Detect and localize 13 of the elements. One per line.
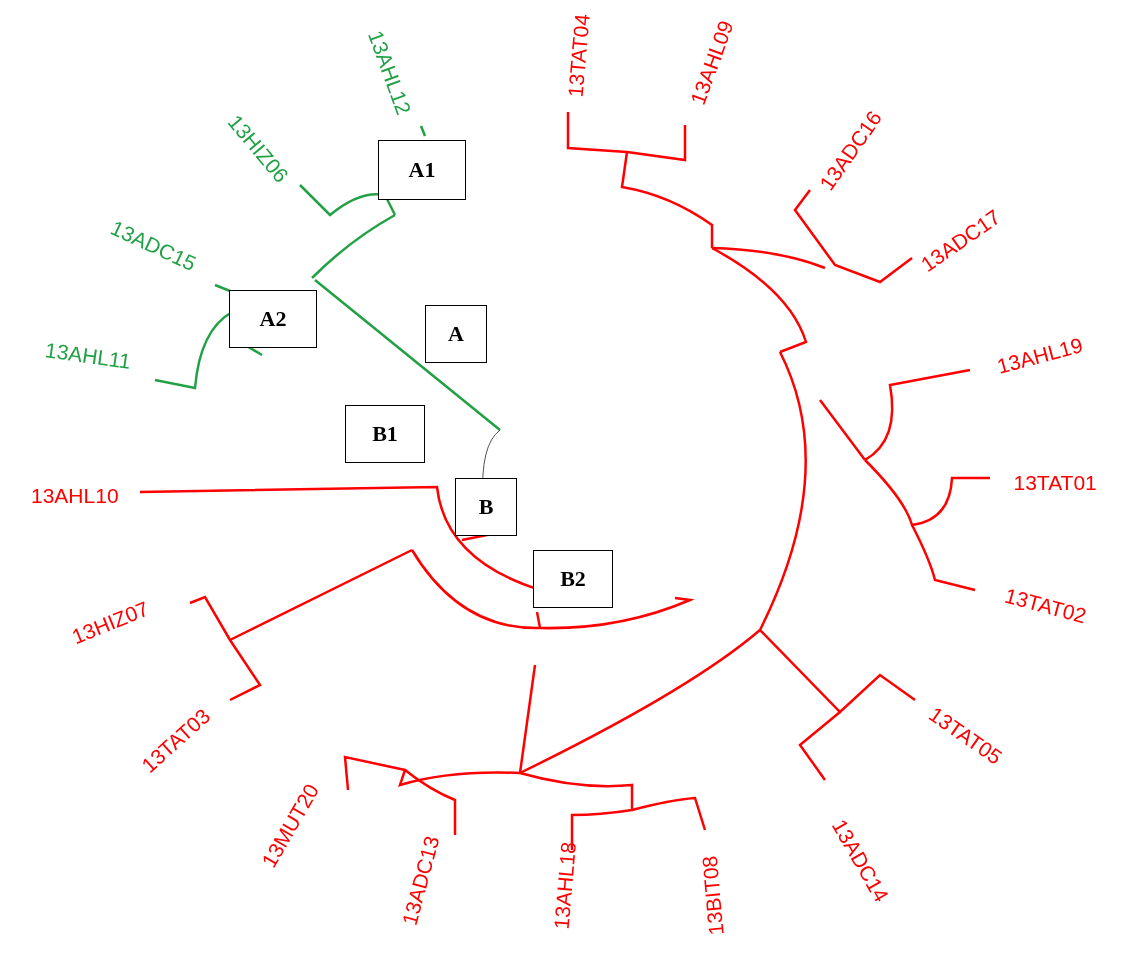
leaf-label: 13TAT01: [1013, 471, 1097, 493]
leaf-label: 13AHL10: [31, 484, 119, 506]
leaf-label: 13TAT02: [1002, 584, 1089, 626]
clade-label-box: A: [425, 305, 487, 363]
leaf-label: 13AHL11: [43, 338, 133, 372]
leaf-label: 13AHL18: [550, 840, 580, 930]
clade-label-box: B1: [345, 405, 425, 463]
leaf-label: 13BIT08: [698, 854, 727, 936]
clade-label-box: B2: [533, 550, 613, 608]
leaf-label: 13TAT04: [564, 12, 593, 98]
clade-label-box: A2: [229, 290, 317, 348]
clade-label-box: B: [455, 478, 517, 536]
clade-label-box: A1: [378, 140, 466, 200]
